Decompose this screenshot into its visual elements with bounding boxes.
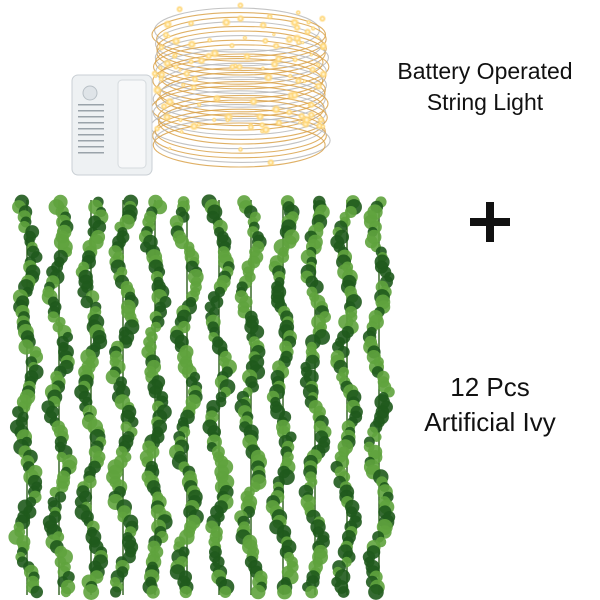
ivy-garland xyxy=(105,194,140,598)
ivy-garland xyxy=(330,195,363,598)
ivy-garland xyxy=(74,196,109,600)
caption-line: String Light xyxy=(426,89,544,116)
string-light-coil xyxy=(150,1,331,168)
ivy-garlands xyxy=(8,194,396,600)
ivy-garland xyxy=(169,196,204,599)
ivy-garland xyxy=(138,194,173,599)
ivy-garland xyxy=(362,196,396,600)
ivy-garland xyxy=(8,194,44,599)
plus-icon xyxy=(470,202,510,242)
ivy-garland xyxy=(201,194,237,598)
ivy-garland xyxy=(41,194,78,598)
caption-line: Artificial Ivy xyxy=(424,407,556,438)
ivy-caption: 12 Pcs Artificial Ivy xyxy=(380,370,600,440)
ivy-garland xyxy=(234,195,268,600)
string-light-caption: Battery Operated String Light xyxy=(365,56,600,118)
caption-line: Battery Operated xyxy=(397,58,573,84)
caption-line: 12 Pcs xyxy=(450,372,530,402)
battery-box xyxy=(71,74,153,176)
ivy-garland xyxy=(265,195,300,600)
ivy-garland xyxy=(298,195,332,599)
